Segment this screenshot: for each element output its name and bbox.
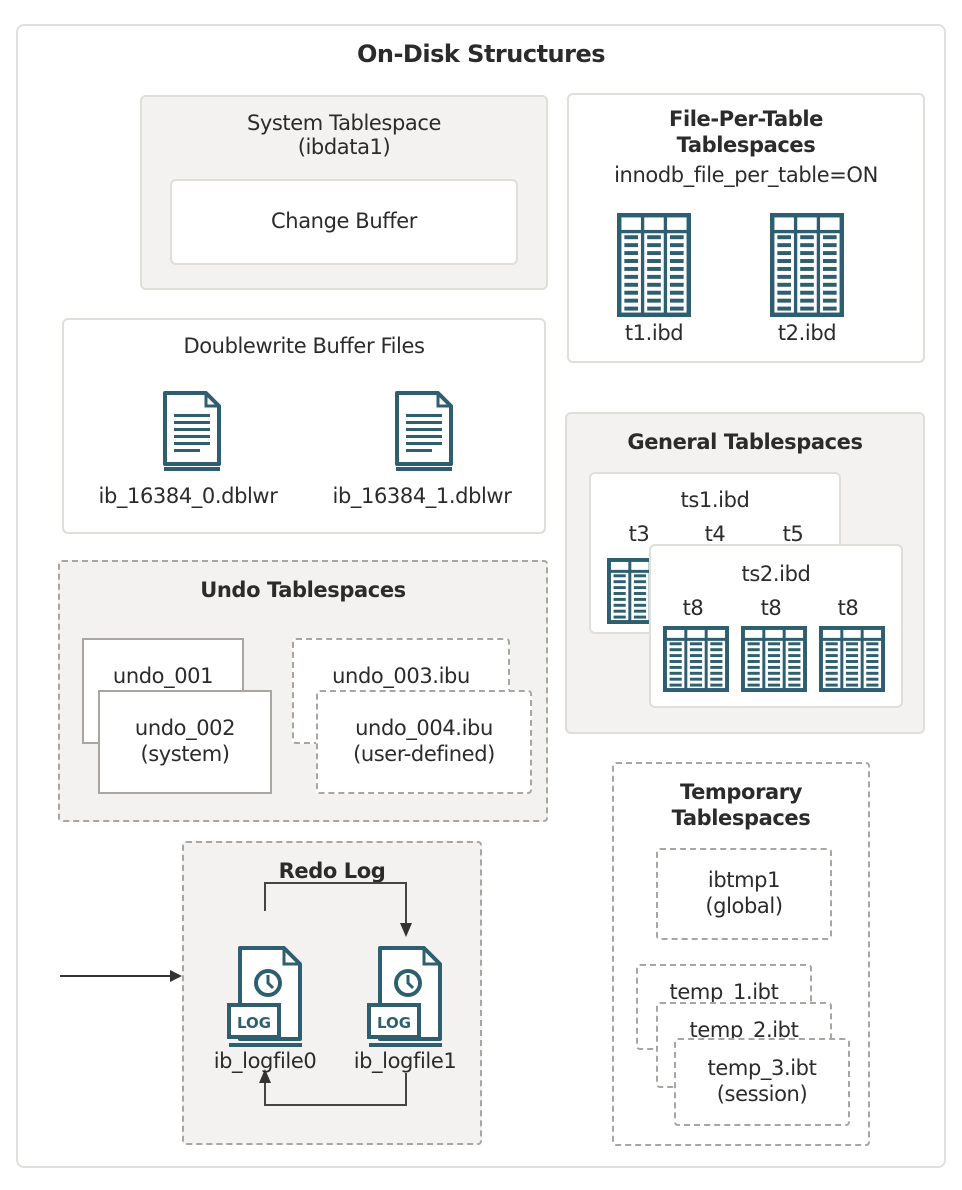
temp-3-type: (session) [716,1082,808,1106]
redo-log-panel: Redo Log LOG LOG ib_logfile0 ib_logfile1 [182,841,482,1145]
log-file-icon: LOG [366,945,446,1051]
temp-3-name: temp_3.ibt [707,1056,817,1080]
table-icon [663,626,729,692]
table-icon [617,213,691,317]
undo-002-name: undo_002 [134,716,236,740]
ts1-table-t4: t4 [704,522,726,546]
undo-004-type: (user-defined) [353,742,495,766]
undo-004-name: undo_004.ibu [355,716,493,740]
undo-004-box: undo_004.ibu (user-defined) [316,690,532,794]
general-tablespaces-panel: General Tablespaces ts1.ibd t3 t4 t5 ts2… [565,412,925,734]
log-file-icon: LOG [226,945,306,1051]
redo-log-title: Redo Log [278,859,386,883]
temporary-tablespaces-title: Temporary [679,780,803,804]
temp-1-name: temp_1.ibt [669,980,779,1004]
file-name-t1: t1.ibd [624,321,684,345]
temporary-tablespaces-panel: Temporary Tablespaces ibtmp1 (global) te… [612,762,870,1146]
change-buffer-box: Change Buffer [170,179,518,265]
file-name-t2: t2.ibd [777,321,837,345]
undo-002-type: (system) [140,742,230,766]
ibtmp1-type: (global) [705,894,783,918]
general-tablespaces-title: General Tablespaces [627,430,863,454]
ts1-table-t3: t3 [628,522,650,546]
table-icon [819,626,885,692]
file-per-table-setting: innodb_file_per_table=ON [614,163,878,187]
file-per-table-subtitle: Tablespaces [676,133,816,157]
table-icon [770,213,844,317]
temp-3-box: temp_3.ibt (session) [674,1038,850,1126]
change-buffer-label: Change Buffer [271,209,417,233]
undo-tablespaces-panel: Undo Tablespaces undo_001 undo_002 (syst… [58,560,548,822]
undo-002-box: undo_002 (system) [98,690,272,794]
svg-text:LOG: LOG [377,1014,411,1032]
table-icon [741,626,807,692]
ts2-name: ts2.ibd [741,562,811,586]
file-name-dblwr-1: ib_16384_1.dblwr [332,484,512,508]
ibtmp1-name: ibtmp1 [707,868,781,892]
undo-001-name: undo_001 [112,664,214,688]
file-per-table-title: File-Per-Table [669,107,823,131]
ibtmp1-box: ibtmp1 (global) [656,848,832,940]
system-tablespace-file: (ibdata1) [297,135,391,159]
ts2-table-2: t8 [760,596,782,620]
file-per-table-panel: File-Per-Table Tablespaces innodb_file_p… [567,93,925,363]
file-name-dblwr-0: ib_16384_0.dblwr [98,484,278,508]
undo-003-name: undo_003.ibu [332,664,470,688]
document-icon [162,390,222,474]
file-name-logfile0: ib_logfile0 [213,1049,317,1073]
system-tablespace-title: System Tablespace [246,111,442,135]
redo-cycle-arrows [259,882,412,1106]
undo-tablespaces-title: Undo Tablespaces [200,578,406,602]
doublewrite-panel: Doublewrite Buffer Files ib_16384_0.dblw… [62,318,546,534]
ts2-box: ts2.ibd t8 t8 t8 [649,544,903,708]
ts2-table-3: t8 [837,596,859,620]
system-tablespace-panel: System Tablespace (ibdata1) Change Buffe… [140,95,548,290]
ts1-table-t5: t5 [782,522,804,546]
document-icon [394,390,454,474]
file-name-logfile1: ib_logfile1 [353,1049,457,1073]
ts1-name: ts1.ibd [680,488,750,512]
temporary-tablespaces-subtitle: Tablespaces [671,806,811,830]
diagram-title: On-Disk Structures [356,40,606,68]
svg-text:LOG: LOG [237,1014,271,1032]
doublewrite-title: Doublewrite Buffer Files [183,334,425,358]
ts2-table-1: t8 [682,596,704,620]
redo-input-arrow [60,970,182,982]
